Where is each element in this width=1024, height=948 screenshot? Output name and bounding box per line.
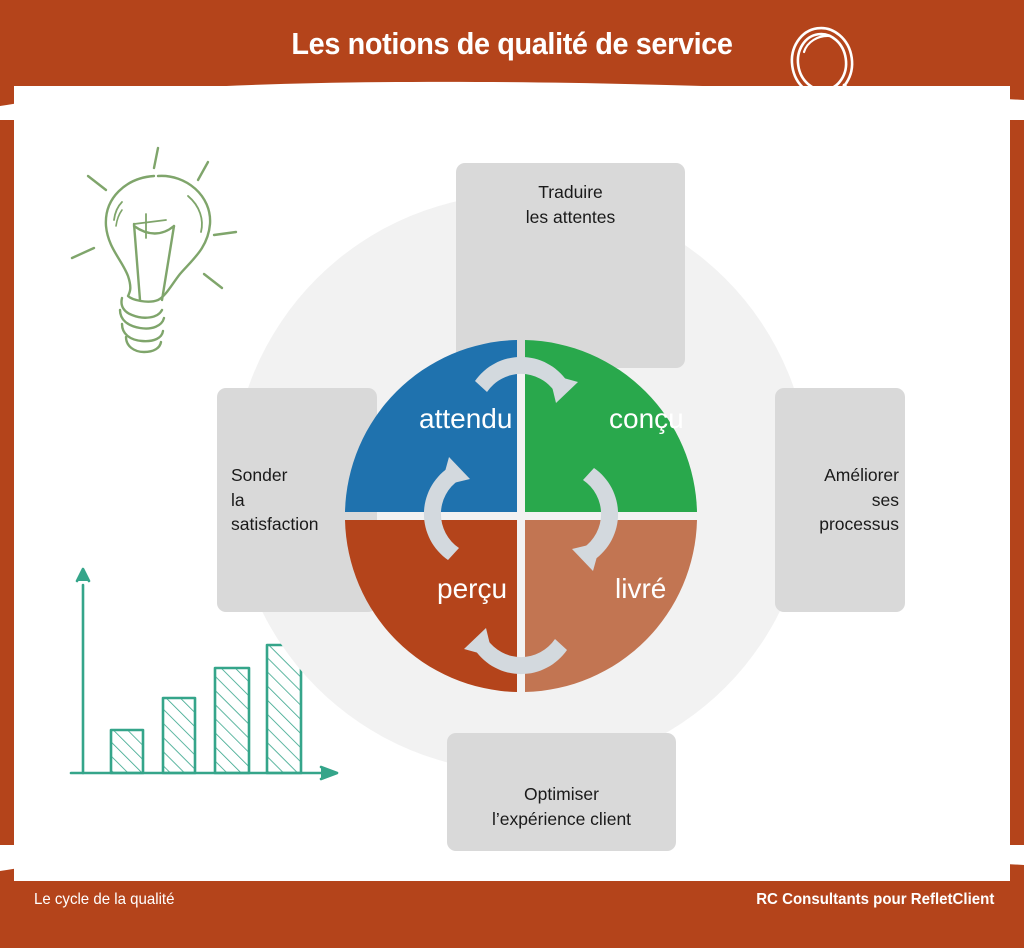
tag-right-line2: ses (871, 489, 899, 510)
footer-right-caption: RC Consultants pour RefletClient (755, 891, 994, 908)
arrow-concu-to-livre (572, 468, 619, 571)
tag-left-line3: satisfaction (231, 514, 319, 535)
tag-top-line2: les attentes (525, 206, 616, 227)
tag-optimiser-experience-client[interactable]: Optimiser l’expérience client (447, 733, 676, 851)
bar-chart-icon (55, 545, 365, 810)
tag-bottom-line1: Optimiser (524, 784, 599, 805)
tag-traduire-les-attentes[interactable]: Traduire les attentes (456, 163, 685, 368)
arrow-attendu-to-concu (475, 356, 578, 403)
footer-left-caption: Le cycle de la qualité (34, 891, 175, 908)
quadrant-attendu (345, 340, 517, 512)
magnifier-icon (782, 22, 892, 123)
arrow-percu-to-attendu (423, 457, 470, 560)
arrow-livre-to-percu (464, 628, 567, 675)
tag-left-line2: la (231, 489, 245, 510)
page-title: Les notions de qualité de service (291, 26, 733, 61)
cycle-arrows (423, 356, 619, 675)
quadrant-percu (345, 520, 517, 692)
tag-right-line1: Améliorer (824, 464, 899, 485)
tag-left-line1: Sonder (231, 464, 288, 485)
quadrant-livre (525, 520, 697, 692)
tag-top-line1: Traduire (538, 182, 603, 202)
tag-right-line3: processus (819, 514, 899, 535)
frame-bottom-curve (0, 845, 1024, 905)
tag-bottom-line2: l’expérience client (491, 809, 632, 830)
lightbulb-icon (62, 140, 262, 360)
quality-cycle-wheel (345, 278, 697, 716)
tag-ameliorer-ses-processus[interactable]: Améliorer ses processus (775, 388, 905, 612)
